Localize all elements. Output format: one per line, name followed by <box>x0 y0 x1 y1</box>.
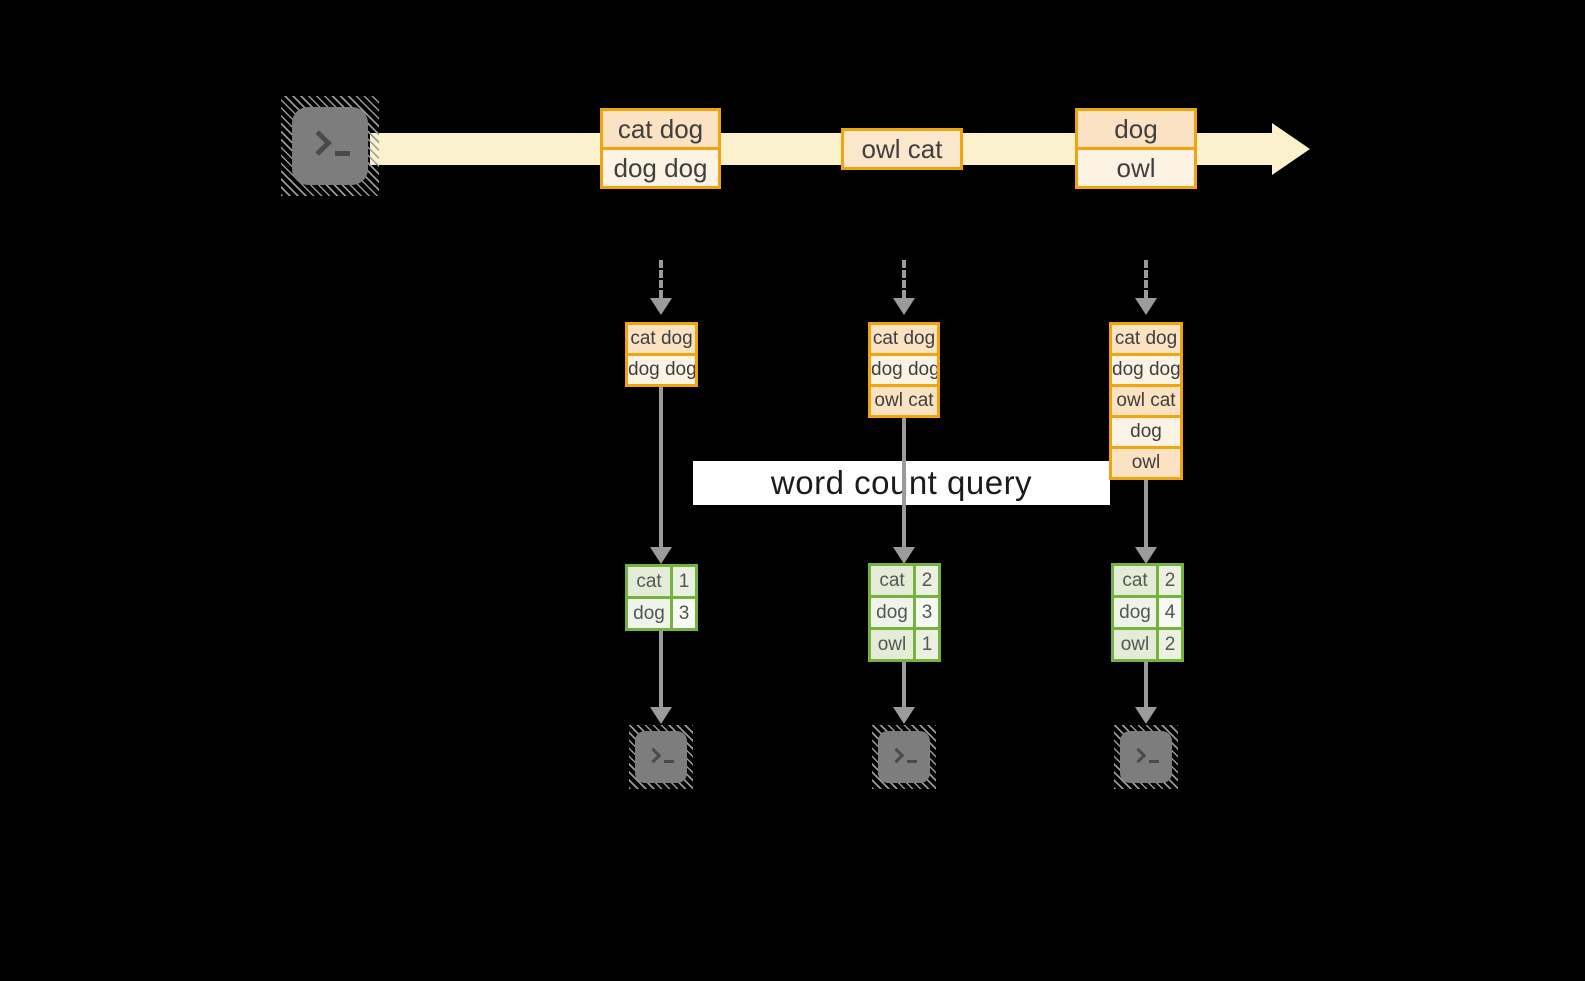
batch-line: dog <box>1112 415 1180 446</box>
stream-event-line: cat dog <box>603 111 718 147</box>
sink-terminal-2 <box>872 725 936 789</box>
batch-line: cat dog <box>871 325 937 353</box>
count-table-1: cat 1 dog 3 <box>625 564 698 631</box>
stream-event-1: cat dog dog dog <box>600 108 721 189</box>
batch-line: dog dog <box>628 353 695 384</box>
terminal-body <box>1120 731 1172 783</box>
terminal-body <box>635 731 687 783</box>
dashed-arrowhead-icon <box>893 298 915 315</box>
dashed-arrowhead-icon <box>1135 298 1157 315</box>
sink-terminal-1 <box>629 725 693 789</box>
count-value: 2 <box>1159 630 1181 659</box>
dashed-arrow-icon <box>902 260 906 298</box>
terminal-prompt-icon <box>888 747 905 763</box>
count-value: 1 <box>673 567 695 596</box>
stream-arrowhead-icon <box>1272 123 1310 175</box>
dashed-arrowhead-icon <box>650 298 672 315</box>
dashed-arrow-icon <box>1144 260 1148 298</box>
terminal-body <box>292 107 368 185</box>
stream-event-line: dog <box>1078 111 1194 147</box>
terminal-prompt-icon <box>306 130 332 156</box>
source-terminal <box>281 96 379 196</box>
stream-event-line: owl cat <box>844 131 960 167</box>
count-value: 3 <box>673 599 695 628</box>
flow-arrowhead-icon <box>893 547 915 564</box>
flow-line <box>902 660 906 707</box>
batch-line: cat dog <box>628 325 695 353</box>
count-word: cat <box>871 566 913 595</box>
flow-line <box>1144 660 1148 707</box>
terminal-prompt-icon <box>1130 747 1147 763</box>
count-value: 3 <box>916 598 938 627</box>
batch-line: dog dog <box>1112 353 1180 384</box>
terminal-prompt-dash-icon <box>335 150 350 156</box>
stream-event-line: owl <box>1078 147 1194 186</box>
batch-line: owl <box>1112 446 1180 477</box>
count-word: cat <box>1114 566 1156 595</box>
count-word: cat <box>628 567 670 596</box>
batch-line: owl cat <box>871 384 937 415</box>
terminal-prompt-dash-icon <box>1149 760 1159 763</box>
batch-line: dog dog <box>871 353 937 384</box>
count-word: owl <box>871 630 913 659</box>
batch-line: cat dog <box>1112 325 1180 353</box>
stream-event-2: owl cat <box>841 128 963 170</box>
flow-arrowhead-icon <box>893 707 915 724</box>
terminal-body <box>878 731 930 783</box>
count-value: 1 <box>916 630 938 659</box>
flow-arrowhead-icon <box>650 707 672 724</box>
sink-terminal-3 <box>1114 725 1178 789</box>
flow-line <box>1144 478 1148 547</box>
count-value: 2 <box>916 566 938 595</box>
terminal-prompt-dash-icon <box>907 760 917 763</box>
count-table-3: cat 2 dog 4 owl 2 <box>1111 563 1184 662</box>
flow-line <box>902 416 906 547</box>
terminal-prompt-icon <box>645 747 662 763</box>
flow-arrowhead-icon <box>1135 707 1157 724</box>
count-value: 2 <box>1159 566 1181 595</box>
count-word: dog <box>871 598 913 627</box>
count-table-2: cat 2 dog 3 owl 1 <box>868 563 941 662</box>
dashed-arrow-icon <box>659 260 663 298</box>
batch-line: owl cat <box>1112 384 1180 415</box>
count-value: 4 <box>1159 598 1181 627</box>
count-word: dog <box>628 599 670 628</box>
flow-line <box>659 629 663 707</box>
count-word: owl <box>1114 630 1156 659</box>
batch-stack-2: cat dog dog dog owl cat <box>868 322 940 418</box>
stream-event-3: dog owl <box>1075 108 1197 189</box>
batch-stack-1: cat dog dog dog <box>625 322 698 387</box>
terminal-prompt-dash-icon <box>664 760 674 763</box>
flow-arrowhead-icon <box>650 547 672 564</box>
query-label: word count query <box>693 461 1110 505</box>
stream-event-line: dog dog <box>603 147 718 186</box>
count-word: dog <box>1114 598 1156 627</box>
batch-stack-3: cat dog dog dog owl cat dog owl <box>1109 322 1183 480</box>
flow-line <box>659 385 663 547</box>
flow-arrowhead-icon <box>1135 547 1157 564</box>
